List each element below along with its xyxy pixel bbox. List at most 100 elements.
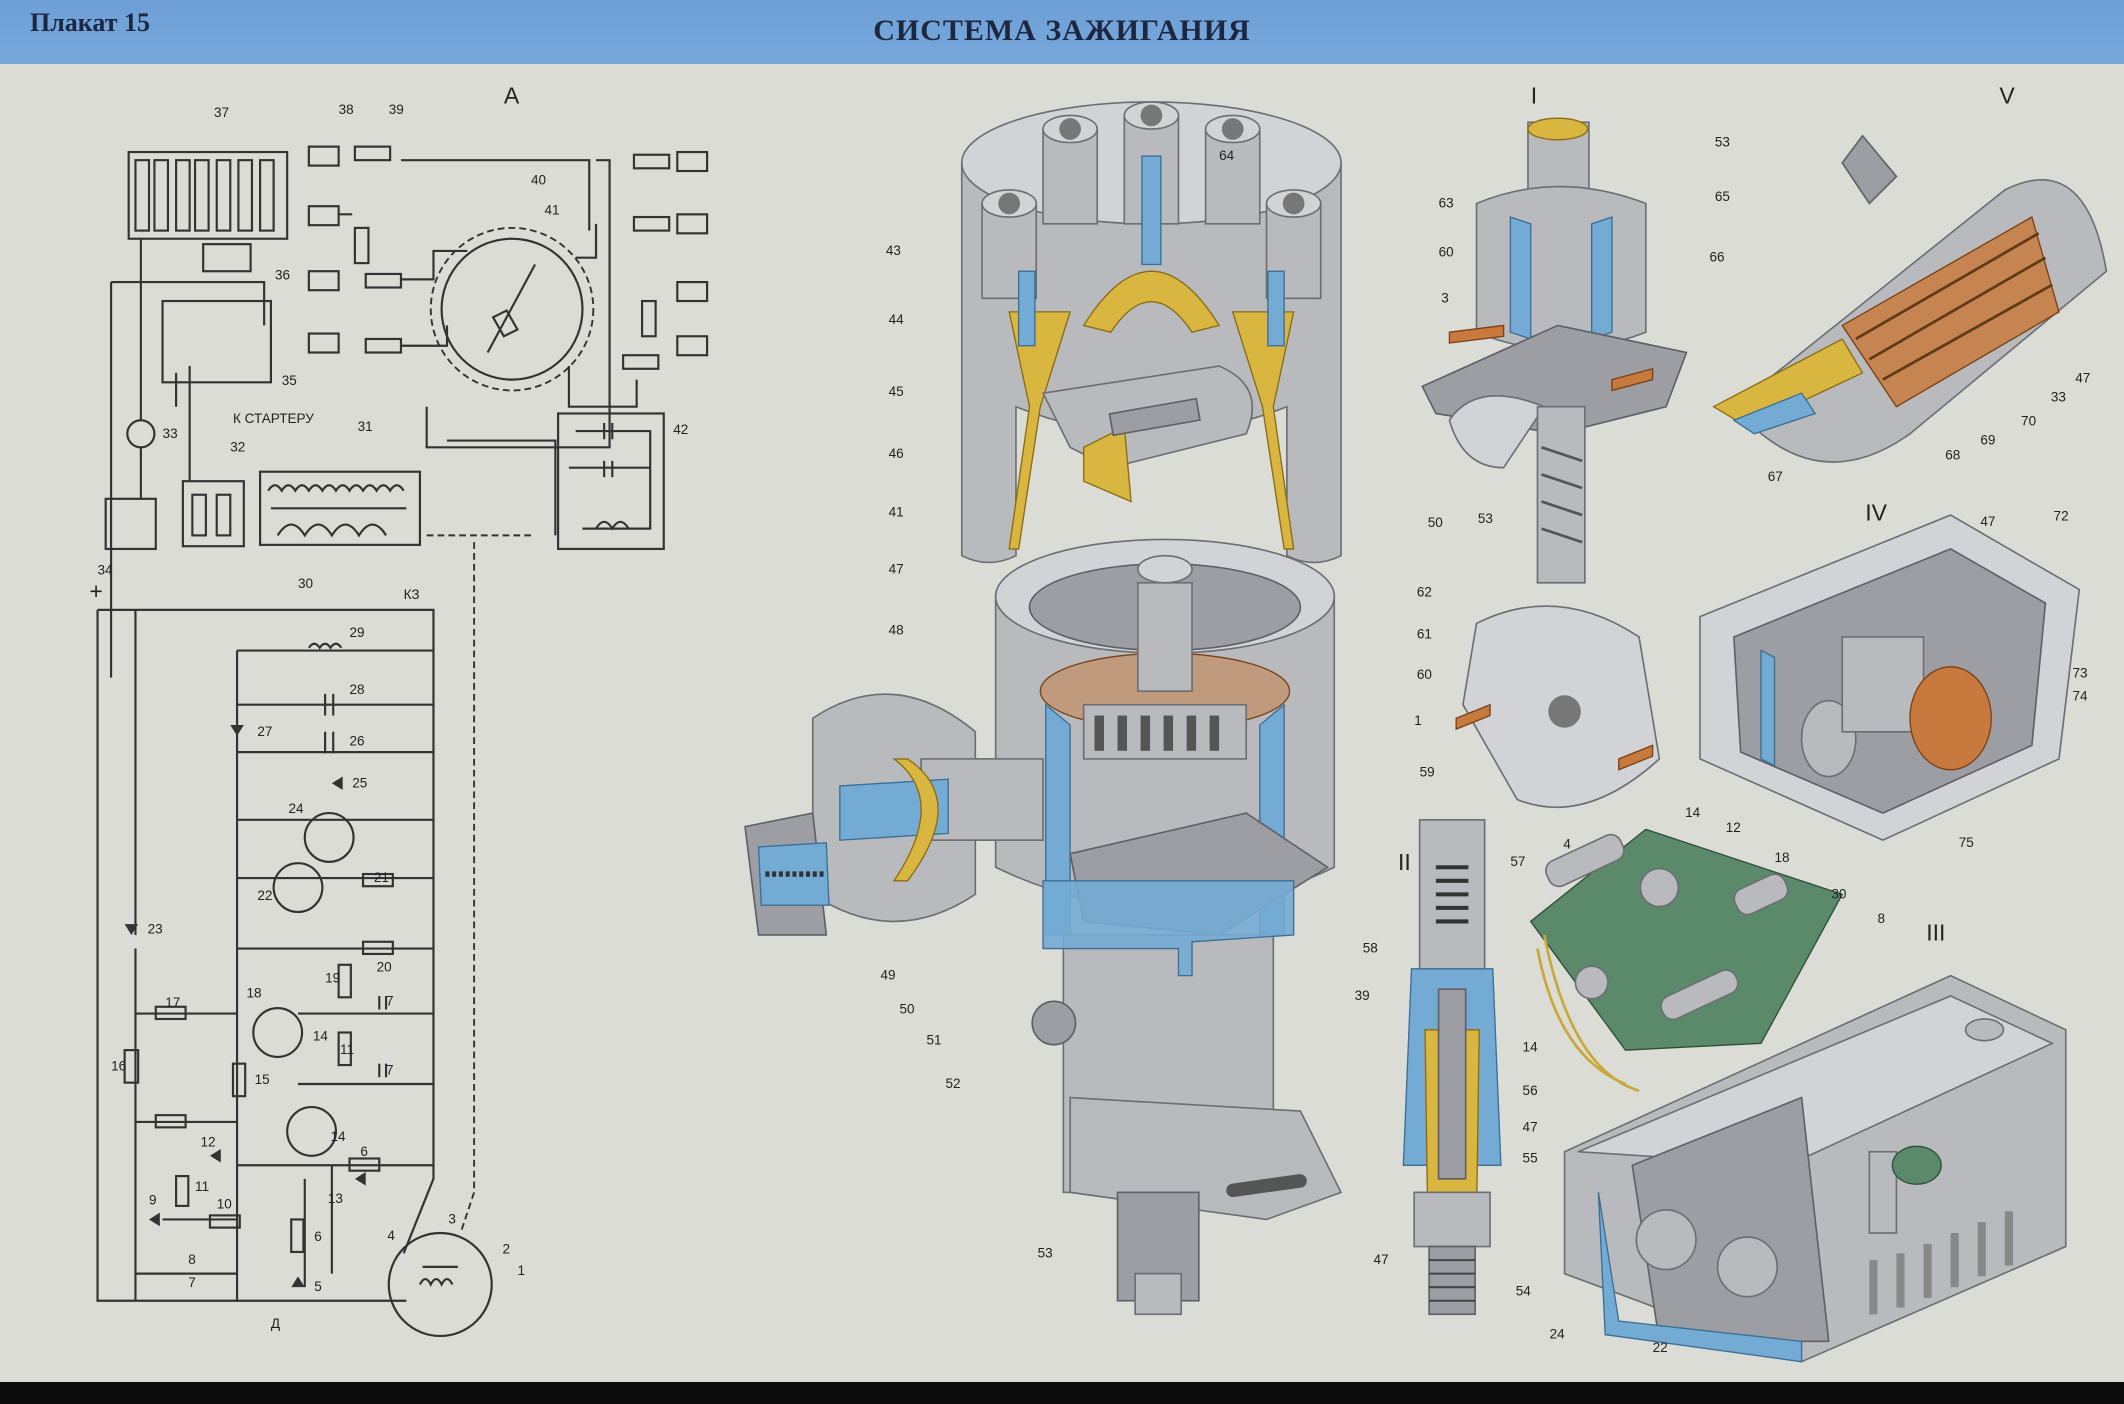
callout-label: 72 <box>2054 508 2069 523</box>
poster-header: Плакат 15 СИСТЕМА ЗАЖИГАНИЯ <box>0 0 2124 64</box>
callout-label: 53 <box>1038 1245 1053 1260</box>
callout-label: 23 <box>148 922 163 937</box>
callout-label: 14 <box>1523 1039 1539 1054</box>
octane-corrector-51 <box>1031 1000 1077 1046</box>
callout-label: 38 <box>339 102 354 117</box>
callout-label: 19 <box>325 970 340 985</box>
callout-label: 69 <box>1980 433 1995 448</box>
callout-label: 62 <box>1417 584 1432 599</box>
transistor-14a <box>252 1007 304 1058</box>
detail-II-spark-plug <box>1402 819 1502 1316</box>
plus-terminal-label: + <box>89 578 102 604</box>
callout-label: 3 <box>448 1212 456 1227</box>
callout-label: 12 <box>200 1134 215 1149</box>
callout-label: 31 <box>358 419 373 434</box>
callout-label: 67 <box>1768 469 1783 484</box>
d-terminal-label: Д <box>271 1316 280 1331</box>
callout-label: 41 <box>545 202 560 217</box>
callout-label: 25 <box>352 775 367 790</box>
callout-label: 43 <box>886 243 901 258</box>
spark-plug-leads <box>307 145 709 536</box>
block-34 <box>104 497 157 551</box>
callout-label: 44 <box>889 312 905 327</box>
callout-label: 41 <box>889 504 904 519</box>
section-label: V <box>1999 82 2015 108</box>
callout-label: 15 <box>255 1072 270 1087</box>
section-label: A <box>504 82 520 108</box>
relay-35 <box>161 299 273 384</box>
callout-label: 7 <box>386 993 394 1008</box>
callout-label: 24 <box>289 801 305 816</box>
ammeter-33 <box>126 419 156 449</box>
section-label: II <box>1398 849 1411 875</box>
callout-label: 20 <box>377 960 392 975</box>
callout-label: 50 <box>899 1002 914 1017</box>
transistor-24 <box>303 811 355 863</box>
distributor-cap-40 <box>440 237 584 381</box>
callout-label: 14 <box>331 1129 347 1144</box>
kz-terminal-label: КЗ <box>404 587 420 602</box>
distributor-assembly <box>744 101 1343 1316</box>
callout-label: 30 <box>1831 886 1846 901</box>
callout-label: 1 <box>1414 713 1422 728</box>
callout-label: 68 <box>1945 448 1960 463</box>
callout-label: 39 <box>1355 988 1370 1003</box>
callout-label: 6 <box>360 1144 368 1159</box>
callout-label: 59 <box>1420 765 1435 780</box>
section-label: III <box>1926 919 1945 945</box>
fuse-box-37 <box>127 150 289 240</box>
callout-label: 21 <box>374 870 389 885</box>
callout-label: 63 <box>1439 196 1454 211</box>
electronic-switch-circuit <box>96 608 493 1338</box>
callout-label: 47 <box>1374 1252 1389 1267</box>
callout-label: 12 <box>1726 820 1741 835</box>
callout-label: 5 <box>314 1279 322 1294</box>
callout-label: 74 <box>2073 689 2089 704</box>
callout-label: 18 <box>1775 850 1790 865</box>
callout-label: 34 <box>98 563 114 578</box>
callout-label: 40 <box>531 173 546 188</box>
callout-label: 53 <box>1715 135 1730 150</box>
callout-label: 9 <box>149 1193 157 1208</box>
callout-label: 22 <box>1653 1340 1668 1355</box>
cap-towers <box>981 101 1322 300</box>
callout-label: 64 <box>1219 148 1235 163</box>
callout-label: 8 <box>188 1252 196 1267</box>
starter-label: К СТАРТЕРУ <box>233 411 314 426</box>
callout-label: 61 <box>1417 626 1432 641</box>
wiring-schematic <box>96 145 709 1338</box>
detail-IV-additional-relay <box>1699 514 2081 842</box>
transistor-22 <box>272 862 324 914</box>
callout-label: 30 <box>298 576 313 591</box>
callout-label: 65 <box>1715 189 1730 204</box>
callout-label: 53 <box>1478 511 1493 526</box>
callout-label: 36 <box>275 267 290 282</box>
callout-label: 11 <box>195 1179 209 1194</box>
callout-label: 10 <box>217 1197 232 1212</box>
section-label: I <box>1531 82 1537 108</box>
callout-label: 52 <box>946 1076 961 1091</box>
section-label: IV <box>1865 499 1887 525</box>
callout-label: 33 <box>2051 389 2066 404</box>
callout-label: 56 <box>1523 1083 1538 1098</box>
poster-title: СИСТЕМА ЗАЖИГАНИЯ <box>873 14 1251 47</box>
callout-label: 45 <box>889 384 904 399</box>
callout-label: 35 <box>282 373 297 388</box>
callout-label: 13 <box>328 1191 343 1206</box>
callout-label: 27 <box>257 724 272 739</box>
detail-I-centrifugal-regulator <box>1421 117 1688 809</box>
callout-label: 32 <box>230 439 245 454</box>
detail-III-switch-unit <box>1529 828 2067 1363</box>
callout-label: 47 <box>889 561 904 576</box>
callout-label: 4 <box>387 1228 395 1243</box>
callout-label: 14 <box>313 1029 329 1044</box>
callout-label: 3 <box>1441 290 1449 305</box>
callout-label: 6 <box>314 1229 322 1244</box>
callout-label: 55 <box>1523 1151 1538 1166</box>
resistor-block-32 <box>181 480 245 548</box>
callout-label: 8 <box>1877 911 1885 926</box>
callout-label: 7 <box>386 1063 394 1078</box>
callout-label: 57 <box>1510 854 1525 869</box>
